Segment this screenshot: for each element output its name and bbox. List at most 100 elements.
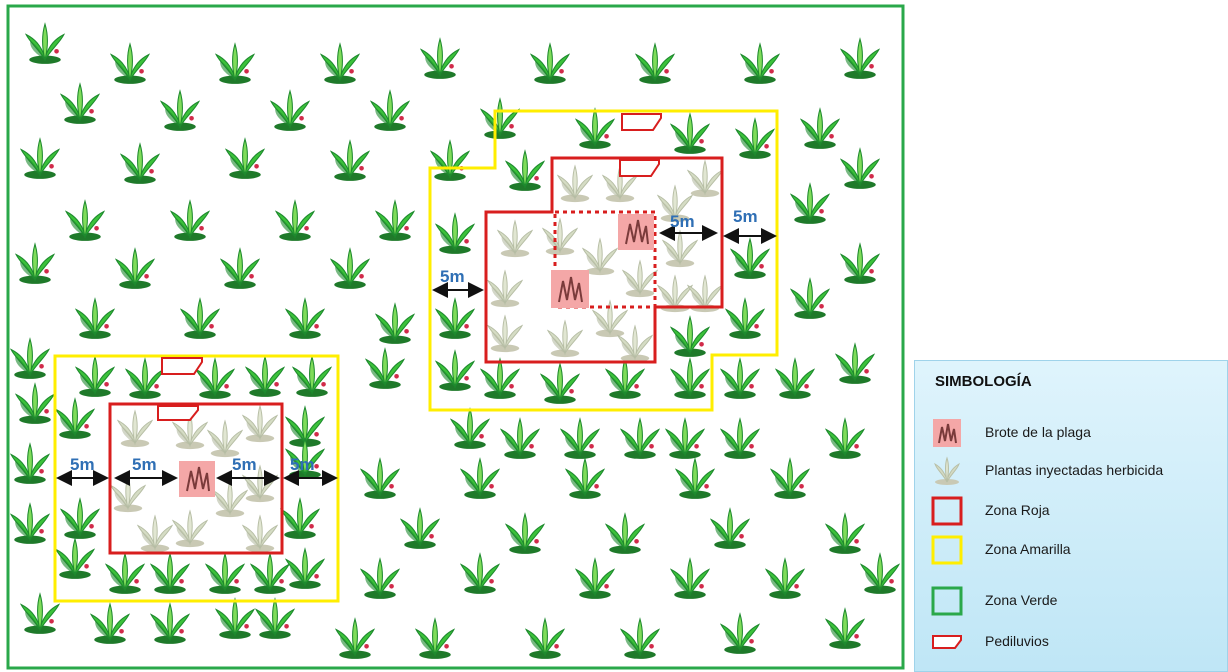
healthy-plant-icon — [721, 359, 759, 399]
healthy-plant-icon — [501, 419, 539, 459]
green-square-icon — [929, 586, 965, 616]
healthy-plant-icon — [256, 599, 294, 639]
healthy-plant-icon — [121, 144, 159, 184]
outbreak-marker — [551, 270, 589, 308]
healthy-plant-icon — [461, 459, 499, 499]
healthy-plant-icon — [526, 619, 564, 659]
healthy-plant-icon — [826, 514, 864, 554]
healthy-plant-icon — [111, 44, 149, 84]
healthy-plant-icon — [791, 184, 829, 224]
healthy-plant-icon — [126, 359, 164, 399]
distance-label: 5m — [232, 455, 257, 474]
healthy-plant-icon — [731, 239, 769, 279]
healthy-plant-icon — [481, 359, 519, 399]
healthy-plant-icon — [461, 554, 499, 594]
distance-label: 5m — [670, 212, 695, 231]
healthy-plant-icon — [621, 419, 659, 459]
healthy-plant-icon — [16, 384, 54, 424]
healthy-plant-icon — [676, 459, 714, 499]
injected-plant-icon — [243, 516, 277, 552]
healthy-plant-icon — [56, 399, 94, 439]
healthy-plant-icon — [711, 509, 749, 549]
healthy-plant-icon — [791, 279, 829, 319]
injected-plant-icon — [618, 326, 652, 362]
healthy-plant-icon — [181, 299, 219, 339]
healthy-plant-icon — [16, 244, 54, 284]
injected-plant-icon — [688, 161, 722, 197]
footbath-right-yellow — [622, 114, 661, 130]
legend-title: SIMBOLOGÍA — [935, 373, 1032, 390]
healthy-plant-icon — [271, 91, 309, 131]
healthy-plant-icon — [11, 504, 49, 544]
healthy-plant-icon — [721, 419, 759, 459]
healthy-plant-icon — [841, 244, 879, 284]
injected-plant-icon — [558, 166, 592, 202]
healthy-plant-icon — [451, 409, 489, 449]
healthy-plant-icon — [841, 149, 879, 189]
healthy-plants-group — [11, 24, 899, 659]
healthy-plant-icon — [321, 44, 359, 84]
healthy-plant-icon — [436, 299, 474, 339]
healthy-plant-icon — [76, 357, 114, 397]
healthy-plant-icon — [421, 39, 459, 79]
healthy-plant-icon — [531, 44, 569, 84]
injected-plant-icon — [488, 316, 522, 352]
injected-plant-icon — [663, 231, 697, 267]
healthy-plant-icon — [736, 119, 774, 159]
healthy-plant-icon — [116, 249, 154, 289]
healthy-plant-icon — [206, 554, 244, 594]
footbath-left-yellow — [162, 358, 202, 374]
healthy-plant-icon — [276, 201, 314, 241]
injected-plant-icon — [929, 456, 965, 486]
healthy-plant-icon — [741, 44, 779, 84]
healthy-plant-icon — [196, 359, 234, 399]
outbreak-icon — [929, 418, 965, 448]
healthy-plant-icon — [66, 201, 104, 241]
healthy-plant-icon — [671, 359, 709, 399]
legend-item-footbath: Pediluvios — [929, 627, 1219, 657]
footbath-left-red — [158, 406, 198, 420]
healthy-plant-icon — [251, 554, 289, 594]
healthy-plant-icon — [151, 554, 189, 594]
healthy-plant-icon — [26, 24, 64, 64]
legend-item-red-zone: Zona Roja — [929, 496, 1219, 526]
healthy-plant-icon — [106, 554, 144, 594]
healthy-plant-icon — [331, 141, 369, 181]
healthy-plant-icon — [11, 444, 49, 484]
healthy-plant-icon — [361, 459, 399, 499]
healthy-plant-icon — [566, 459, 604, 499]
healthy-plant-icon — [221, 249, 259, 289]
healthy-plant-icon — [721, 614, 759, 654]
injected-plant-icon — [173, 511, 207, 547]
healthy-plant-icon — [361, 559, 399, 599]
healthy-plant-icon — [376, 304, 414, 344]
healthy-plant-icon — [76, 299, 114, 339]
healthy-plant-icon — [506, 151, 544, 191]
healthy-plant-icon — [11, 339, 49, 379]
legend-item-injected-plant: Plantas inyectadas herbicida — [929, 456, 1219, 486]
healthy-plant-icon — [836, 344, 874, 384]
healthy-plant-icon — [91, 604, 129, 644]
legend-item-yellow-zone: Zona Amarilla — [929, 535, 1219, 565]
red-square-icon — [929, 496, 965, 526]
injected-plant-icon — [543, 219, 577, 255]
footbath-icon — [929, 627, 965, 657]
injected-plant-icon — [138, 516, 172, 552]
healthy-plant-icon — [286, 549, 324, 589]
healthy-plant-icon — [21, 594, 59, 634]
legend-panel: SIMBOLOGÍA Brote de la plaga Plantas iny… — [914, 360, 1228, 672]
legend-item-label: Zona Roja — [985, 502, 1050, 518]
healthy-plant-icon — [671, 317, 709, 357]
distance-label: 5m — [440, 267, 465, 286]
healthy-plant-icon — [246, 357, 284, 397]
healthy-plant-icon — [366, 349, 404, 389]
yellow-zone-right — [430, 111, 777, 410]
healthy-plant-icon — [826, 419, 864, 459]
healthy-plant-icon — [481, 99, 519, 139]
healthy-plant-icon — [331, 249, 369, 289]
legend-item-label: Zona Verde — [985, 592, 1057, 608]
healthy-plant-icon — [606, 359, 644, 399]
healthy-plant-icon — [666, 419, 704, 459]
healthy-plant-icon — [826, 609, 864, 649]
footbath-right-red — [620, 160, 659, 176]
